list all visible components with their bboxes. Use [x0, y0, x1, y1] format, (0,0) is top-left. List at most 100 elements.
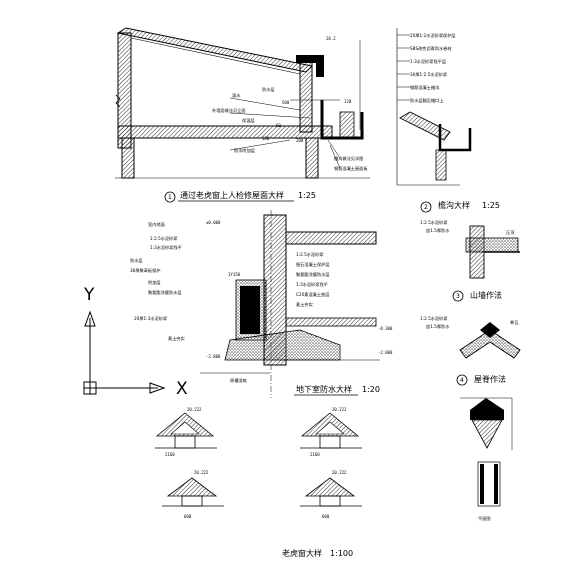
- dim-d3: 200: [296, 138, 304, 143]
- dormer-elevation-1: 20.222 2160: [155, 407, 217, 457]
- detail-6-scale: 1:100: [330, 549, 353, 558]
- elev-e2: -2.000: [378, 350, 393, 355]
- label-s3: 1:2.5水泥砂浆: [420, 315, 448, 322]
- label-m12: 原槽浇筑: [230, 377, 248, 384]
- dim-d6: 60: [276, 123, 281, 128]
- label-m3-right: 1:3水泥砂浆找平: [296, 281, 328, 288]
- basement-floor: [285, 317, 377, 327]
- label-s1: 1:2.5水泥砂浆: [420, 219, 448, 226]
- dim-d-1: 2160: [165, 452, 175, 457]
- label-s4: 加1.5厚防水: [426, 323, 450, 330]
- label-m6-right: 聚氨酯涂膜防水层: [296, 271, 330, 278]
- footing: [224, 329, 341, 361]
- dim-1: 1Y150: [228, 272, 241, 277]
- elev-e1: -0.300: [378, 326, 393, 331]
- detail-6-title: 老虎窗大样: [282, 548, 322, 558]
- ridge-detail: 1:2.5水泥砂浆 加1.5厚防水 脊瓦 4 屋脊作法: [420, 315, 521, 386]
- lower-wall-right: [305, 137, 319, 179]
- elev-e3: -2.800: [206, 354, 221, 359]
- label-s2: 加1.5厚防水: [426, 227, 450, 234]
- detail-3-scale: 1:20: [362, 385, 380, 394]
- leader-1: [229, 97, 301, 111]
- break-mark: [115, 94, 121, 108]
- sloped-inner-line: [130, 37, 301, 75]
- detail-4-title: 山墙作法: [470, 290, 502, 300]
- dormer-roof-black: [470, 398, 504, 420]
- y-arrow-icon: [84, 310, 96, 327]
- dim-d4: 180: [262, 136, 270, 141]
- detail-1-number: 1: [168, 194, 172, 201]
- detail-1-marker: [164, 191, 176, 203]
- leader-4: [327, 139, 341, 159]
- detail-5-marker: [456, 374, 468, 386]
- label-m10-right: 素土夯实: [296, 301, 313, 308]
- ground-slab: [285, 231, 377, 245]
- label-l7: 外墙面做法见立面: [212, 107, 246, 114]
- detail-2-title: 檐沟大样: [438, 200, 470, 210]
- eave-slab: [399, 111, 451, 141]
- label-r5: 钢筋混凝土檐沟: [410, 84, 439, 91]
- x-axis-label: X: [176, 379, 188, 399]
- label-m4: 防水层: [130, 257, 143, 264]
- small-dormer-group: 20.222 2160 20.222 2160 20.222 600 20.22…: [155, 407, 362, 558]
- label-m5: 30厚聚苯板保护: [130, 267, 160, 274]
- label-m10: 素土夯实: [168, 335, 185, 342]
- dim-d-2: 2160: [310, 452, 320, 457]
- plan-label: 平面图: [478, 516, 491, 522]
- gutter-detail: 20厚1:2水泥砂浆保护层 SBS改性沥青防水卷材 1:3水泥砂浆找平层 30厚…: [396, 28, 500, 213]
- detail-2-marker: [420, 201, 432, 213]
- label-m2-right: 1:2.5水泥砂浆: [296, 251, 324, 258]
- dormer-body: [471, 419, 503, 449]
- basement-waterproof-detail: 室内地面 1:2.5水泥砂浆 1:3水泥砂浆找平 防水层 30厚聚苯板保护 附加…: [130, 210, 393, 398]
- gable-wall-detail: 1:2.5水泥砂浆 加1.5厚防水 压顶 3 山墙作法: [420, 219, 520, 302]
- label-r3: 1:3水泥砂浆找平层: [410, 58, 446, 65]
- detail-4-number: 3: [456, 293, 460, 300]
- detail-2-scale: 1:25: [482, 201, 500, 210]
- eave-wall: [435, 149, 447, 181]
- detail-1-title: 通过老虎窗上人检修屋面大样: [180, 190, 284, 200]
- label-l3: 保温层: [242, 117, 255, 124]
- dormer-wall: [299, 61, 313, 133]
- eave-gutter: [438, 124, 472, 152]
- elev-e4: ±0.000: [206, 220, 221, 225]
- label-l6: 防水附加层: [234, 147, 255, 154]
- detail-2-number: 2: [424, 204, 428, 211]
- gutter-wall: [339, 111, 355, 139]
- label-r4: 30厚1:2.5水泥砂浆: [410, 71, 448, 78]
- dim-a-2: 20.222: [332, 407, 347, 412]
- dim-a-1: 20.222: [187, 407, 202, 412]
- label-m8: C20素混凝土垫层: [296, 291, 329, 298]
- label-r1: 20厚1:2水泥砂浆保护层: [410, 32, 456, 39]
- label-r2: SBS改性沥青防水卷材: [410, 45, 452, 52]
- detail-4-marker: [452, 290, 464, 302]
- gable-coping: [465, 237, 519, 253]
- roof-section-detail: 滴水 外墙面做法见立面 保温层 防水层 防水附加层 檐沟做法见详图 钢筋混凝土屋…: [115, 27, 370, 203]
- dim-d5: 120: [344, 99, 352, 104]
- plan-jamb-left: [480, 464, 484, 504]
- label-s5: 压顶: [506, 230, 515, 236]
- label-l5: 滴水: [232, 92, 241, 99]
- label-m6: 聚氨酯涂膜防水层: [148, 289, 182, 296]
- dim-d1: 20.2: [326, 36, 336, 41]
- plan-jamb-right: [494, 464, 498, 504]
- detail-3-title: 地下室防水大样: [296, 384, 352, 394]
- sloped-roof-slab: [116, 27, 314, 73]
- dormer-plan-box: [477, 461, 501, 507]
- label-s6: 脊瓦: [510, 319, 518, 326]
- dormer-elevation-2: 20.222 2160: [300, 407, 362, 457]
- dim-a-3: 20.222: [194, 470, 209, 475]
- dim-a-4: 20.222: [332, 470, 347, 475]
- leader-5: [329, 144, 341, 169]
- dormer-elevation-3: 20.222 600: [162, 470, 224, 519]
- detail-5-title: 屋脊作法: [474, 374, 506, 384]
- dormer-elevation-right: 平面图: [460, 397, 513, 522]
- label-m1: 室内地面: [148, 221, 165, 228]
- label-m7: 细石混凝土保护层: [296, 261, 330, 268]
- label-l2: 防水层: [262, 86, 275, 93]
- lower-wall-left: [121, 137, 135, 179]
- brick-guard: [240, 286, 260, 334]
- y-axis-label: Y: [83, 285, 95, 305]
- label-m2: 1:2.5水泥砂浆: [150, 235, 178, 242]
- dim-d2: 500: [282, 100, 290, 105]
